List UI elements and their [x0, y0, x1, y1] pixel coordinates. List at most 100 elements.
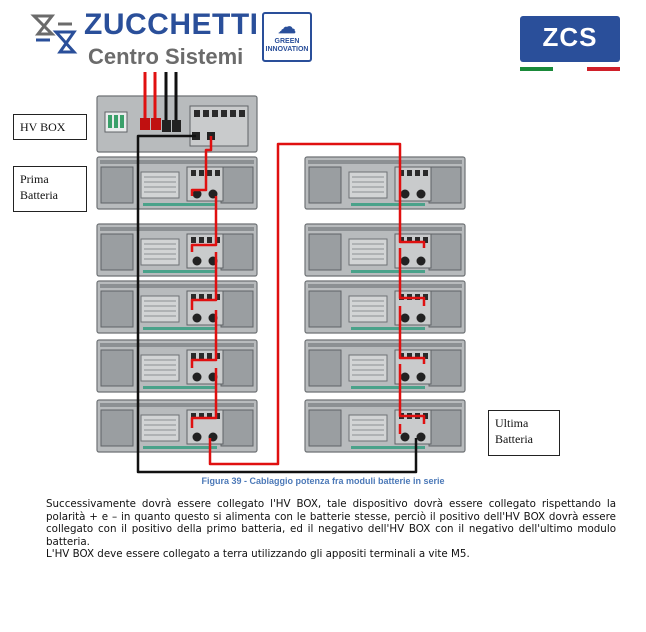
- battery-module: [304, 399, 466, 453]
- battery-module: [96, 223, 258, 277]
- module-vent: [140, 295, 180, 323]
- hv-box-label: HV BOX: [13, 114, 87, 140]
- module-right-handle: [428, 409, 462, 447]
- power-terminal-neg: [192, 256, 202, 266]
- signal-port: [199, 353, 204, 359]
- module-right-handle: [220, 409, 254, 447]
- module-led-strip: [351, 270, 425, 273]
- first-battery-label-line2: Batteria: [20, 188, 58, 202]
- module-vent: [140, 238, 180, 266]
- signal-port: [207, 413, 212, 419]
- module-left-handle: [308, 409, 342, 447]
- signal-port: [407, 237, 412, 243]
- module-top-rail: [100, 343, 254, 347]
- right-link-1: [398, 180, 426, 248]
- battery-module: [304, 156, 466, 210]
- module-led-strip: [143, 270, 217, 273]
- hv-port: [239, 110, 245, 117]
- first-battery-label: Prima Batteria: [13, 166, 87, 212]
- signal-port: [215, 170, 220, 176]
- module-led-strip: [143, 446, 217, 449]
- module-right-handle: [220, 290, 254, 328]
- module-led-strip: [143, 327, 217, 330]
- power-terminal-pos: [416, 432, 426, 442]
- plug-red-1: [140, 118, 150, 130]
- signal-port: [207, 353, 212, 359]
- module-led-strip: [351, 327, 425, 330]
- hv-port: [230, 110, 236, 117]
- signal-port: [407, 353, 412, 359]
- module-right-handle: [428, 290, 462, 328]
- figure-caption: Figura 39 - Cablaggio potenza fra moduli…: [201, 476, 445, 486]
- hv-port: [221, 110, 227, 117]
- signal-port: [423, 170, 428, 176]
- module-led-strip: [143, 203, 217, 206]
- breaker-switch: [120, 115, 124, 128]
- module-right-handle: [220, 349, 254, 387]
- power-terminal-pos: [416, 256, 426, 266]
- module-led-strip: [351, 446, 425, 449]
- cloud-icon: ☁: [278, 17, 296, 37]
- power-terminal-neg: [400, 256, 410, 266]
- battery-module: [96, 339, 258, 393]
- badge-line1: GREEN: [274, 38, 300, 45]
- brand-sub-text: Centro Sistemi: [88, 44, 244, 69]
- paragraph-1: Successivamente dovrà essere collegato l…: [46, 498, 616, 548]
- power-terminal-neg: [192, 313, 202, 323]
- signal-port: [215, 237, 220, 243]
- right-link-4: [398, 364, 426, 424]
- battery-module: [304, 223, 466, 277]
- power-terminal-neg: [400, 313, 410, 323]
- signal-port: [191, 294, 196, 300]
- signal-port: [415, 170, 420, 176]
- zucchetti-mark-icon: [30, 14, 78, 54]
- module-top-rail: [100, 227, 254, 231]
- module-vent: [348, 295, 388, 323]
- module-right-handle: [428, 349, 462, 387]
- module-vent: [348, 171, 388, 199]
- module-left-handle: [100, 290, 134, 328]
- power-terminal-pos: [416, 313, 426, 323]
- plug-black-2: [172, 120, 181, 132]
- battery-module: [304, 339, 466, 393]
- power-terminal-neg: [192, 372, 202, 382]
- battery-module: [304, 280, 466, 334]
- signal-port: [207, 294, 212, 300]
- module-left-handle: [100, 233, 134, 271]
- hv-port: [203, 110, 209, 117]
- module-top-rail: [308, 160, 462, 164]
- signal-port: [207, 170, 212, 176]
- signal-port: [199, 413, 204, 419]
- module-right-handle: [220, 166, 254, 204]
- plug-red-2: [151, 118, 161, 130]
- battery-module: [96, 399, 258, 453]
- module-left-handle: [308, 290, 342, 328]
- power-terminal-neg: [400, 189, 410, 199]
- last-battery-label-line2: Batteria: [495, 432, 533, 446]
- signal-port: [399, 353, 404, 359]
- battery-module: [96, 280, 258, 334]
- module-left-handle: [100, 349, 134, 387]
- module-top-rail: [100, 403, 254, 407]
- module-vent: [140, 171, 180, 199]
- power-terminal-neg: [192, 432, 202, 442]
- series-link-1: [190, 136, 213, 196]
- signal-port: [191, 413, 196, 419]
- module-right-handle: [428, 166, 462, 204]
- module-left-handle: [308, 166, 342, 204]
- right-battery-stack: [304, 156, 466, 453]
- module-left-handle: [308, 233, 342, 271]
- power-terminal-pos: [416, 372, 426, 382]
- zcs-logo: ZCS: [520, 16, 620, 62]
- power-terminal-pos: [416, 189, 426, 199]
- module-vent: [140, 354, 180, 382]
- paragraph-2: L'HV BOX deve essere collegato a terra u…: [46, 548, 470, 560]
- left-battery-stack: [96, 156, 258, 453]
- body-text: Successivamente dovrà essere collegato l…: [46, 498, 616, 561]
- signal-port: [207, 237, 212, 243]
- module-vent: [348, 414, 388, 442]
- signal-port: [423, 413, 428, 419]
- bridge-cable-red: [208, 142, 402, 466]
- module-led-strip: [351, 386, 425, 389]
